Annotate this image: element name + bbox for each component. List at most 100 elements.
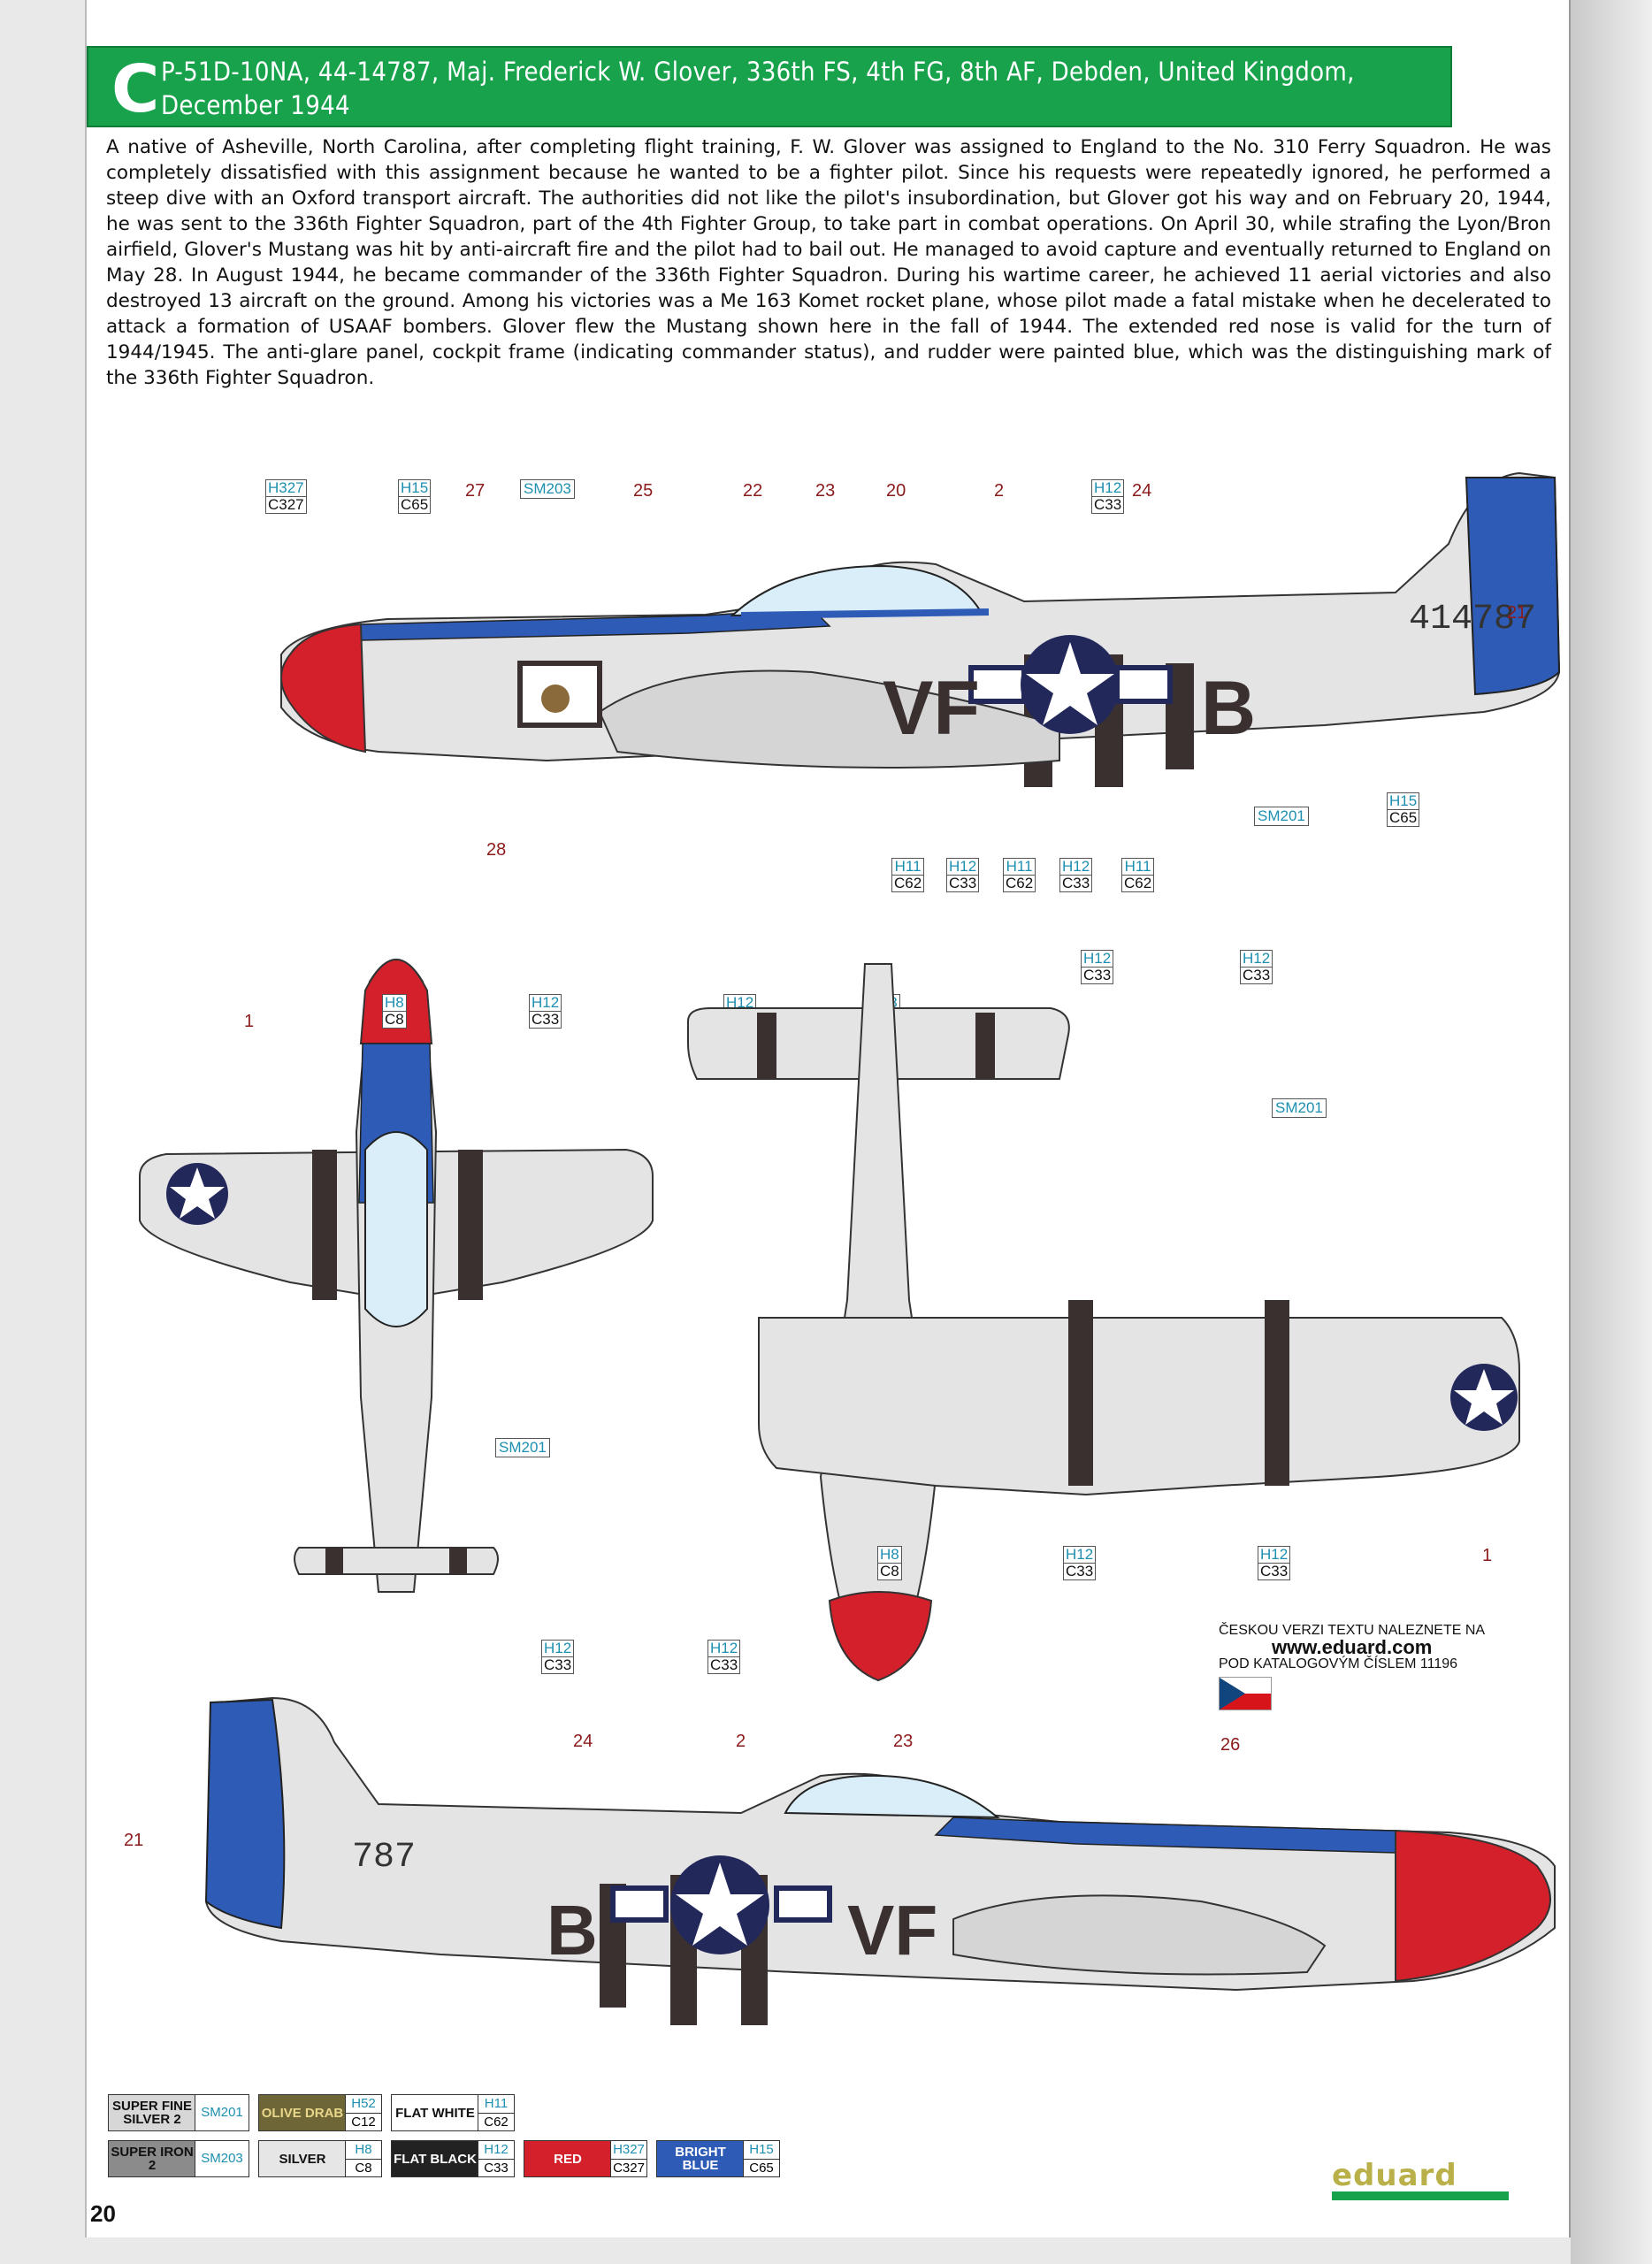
callout-sm201-b: SM201 bbox=[495, 1438, 550, 1457]
czech-note-line1: ČESKOU VERZI TEXTU NALEZNETE NA bbox=[1219, 1623, 1486, 1638]
top-insignia-star bbox=[170, 1167, 225, 1219]
profile-title-line1: P-51D-10NA, 44-14787, Maj. Frederick W. … bbox=[161, 57, 1355, 87]
ref-2: 2 bbox=[994, 481, 1005, 501]
ref-2-right: 2 bbox=[736, 1732, 746, 1751]
top-tailplane bbox=[294, 1547, 499, 1575]
ref-1-top: 1 bbox=[244, 1012, 255, 1031]
ref-25: 25 bbox=[633, 481, 654, 501]
legend-swatch: FLAT WHITE bbox=[391, 2094, 479, 2131]
fuselage-letter: B bbox=[1201, 666, 1256, 751]
ref-21-right: 21 bbox=[124, 1831, 144, 1850]
bottom-red-nose bbox=[828, 1591, 933, 1682]
red-nose bbox=[280, 623, 367, 753]
ref-23-right: 23 bbox=[893, 1732, 914, 1751]
legend-code-h: H8 bbox=[346, 2141, 381, 2160]
czech-note: ČESKOU VERZI TEXTU NALEZNETE NA www.edua… bbox=[1219, 1622, 1555, 1672]
legend-code-h: H12 bbox=[478, 2141, 514, 2160]
right-insignia-star bbox=[676, 1862, 764, 1946]
wing-radiator bbox=[598, 669, 1060, 769]
ref-22: 22 bbox=[743, 481, 763, 501]
insignia-bar-right bbox=[1114, 665, 1173, 704]
right-canopy bbox=[784, 1774, 1000, 1819]
bottom-view bbox=[687, 963, 1520, 1682]
ref-23: 23 bbox=[815, 481, 836, 501]
eduard-logo-bar bbox=[1332, 2191, 1509, 2200]
callout-sm201-c: SM201 bbox=[1272, 1098, 1327, 1118]
right-insignia-bar-left bbox=[610, 1885, 669, 1923]
eduard-logo: eduard bbox=[1332, 2158, 1457, 2193]
profile-letter: C bbox=[111, 51, 160, 127]
canopy-frame bbox=[740, 608, 990, 619]
callout-sm203-a: SM203 bbox=[520, 479, 575, 499]
top-stripe-2 bbox=[458, 1150, 483, 1300]
legend-swatch: SUPER IRON 2 bbox=[108, 2140, 196, 2177]
legend-code-c: C327 bbox=[613, 2161, 645, 2176]
right-insignia-bar-right bbox=[774, 1885, 832, 1923]
ref-28: 28 bbox=[486, 840, 507, 860]
page-number: 20 bbox=[90, 2200, 116, 2227]
bottom-stripe-2 bbox=[975, 1013, 995, 1079]
top-canopy bbox=[364, 1131, 428, 1327]
right-red-nose bbox=[1395, 1829, 1551, 1983]
profile-title: P-51D-10NA, 44-14787, Maj. Frederick W. … bbox=[161, 55, 1434, 122]
legend-code: SM201 bbox=[195, 2094, 249, 2131]
ref-1-bottom: 1 bbox=[1482, 1546, 1493, 1565]
right-blue-rudder bbox=[204, 1698, 286, 1930]
top-view bbox=[139, 959, 654, 1593]
bottom-stripe-1 bbox=[757, 1013, 776, 1079]
legend-code-h: H52 bbox=[346, 2095, 381, 2114]
legend-swatch: OLIVE DRAB bbox=[258, 2094, 347, 2131]
czech-flag-icon bbox=[1219, 1677, 1272, 1710]
legend-code-h: SM201 bbox=[201, 2105, 243, 2120]
top-stripe-1 bbox=[312, 1150, 337, 1300]
callout-sm201-a: SM201 bbox=[1254, 807, 1309, 826]
legend-code-c: C65 bbox=[749, 2161, 774, 2176]
instruction-page: C P-51D-10NA, 44-14787, Maj. Frederick W… bbox=[85, 0, 1571, 2237]
legend-code-h: SM203 bbox=[201, 2151, 243, 2166]
legend-swatch: BRIGHT BLUE bbox=[656, 2140, 745, 2177]
legend-code-c: C12 bbox=[351, 2115, 376, 2130]
right-tail-serial: 787 bbox=[352, 1838, 416, 1878]
legend-code-h: H15 bbox=[744, 2141, 779, 2160]
tail-serial: 414787 bbox=[1409, 600, 1536, 639]
legend-code-c: C33 bbox=[484, 2161, 509, 2176]
right-side-profile: B VF 787 bbox=[204, 1696, 1556, 2025]
profile-title-line2: December 1944 bbox=[161, 90, 350, 120]
legend-code-h: H11 bbox=[478, 2095, 514, 2114]
czech-note-url[interactable]: www.eduard.com bbox=[1272, 1636, 1433, 1658]
blue-rudder bbox=[1465, 477, 1561, 696]
legend-code: SM203 bbox=[195, 2140, 249, 2177]
ref-24-right: 24 bbox=[573, 1732, 593, 1751]
top-stripe-tail-2 bbox=[449, 1548, 467, 1574]
ref-21: 21 bbox=[1507, 603, 1527, 623]
czech-note-line3: POD KATALOGOVÝM ČÍSLEM 11196 bbox=[1219, 1656, 1458, 1671]
bottom-insignia-star bbox=[1454, 1369, 1514, 1425]
right-wing bbox=[952, 1894, 1327, 1976]
ref-20: 20 bbox=[886, 481, 906, 501]
legend-code-c: C62 bbox=[484, 2115, 509, 2130]
canopy bbox=[730, 564, 982, 617]
top-stripe-tail-1 bbox=[325, 1548, 343, 1574]
right-fuselage-letter: B bbox=[547, 1891, 598, 1970]
